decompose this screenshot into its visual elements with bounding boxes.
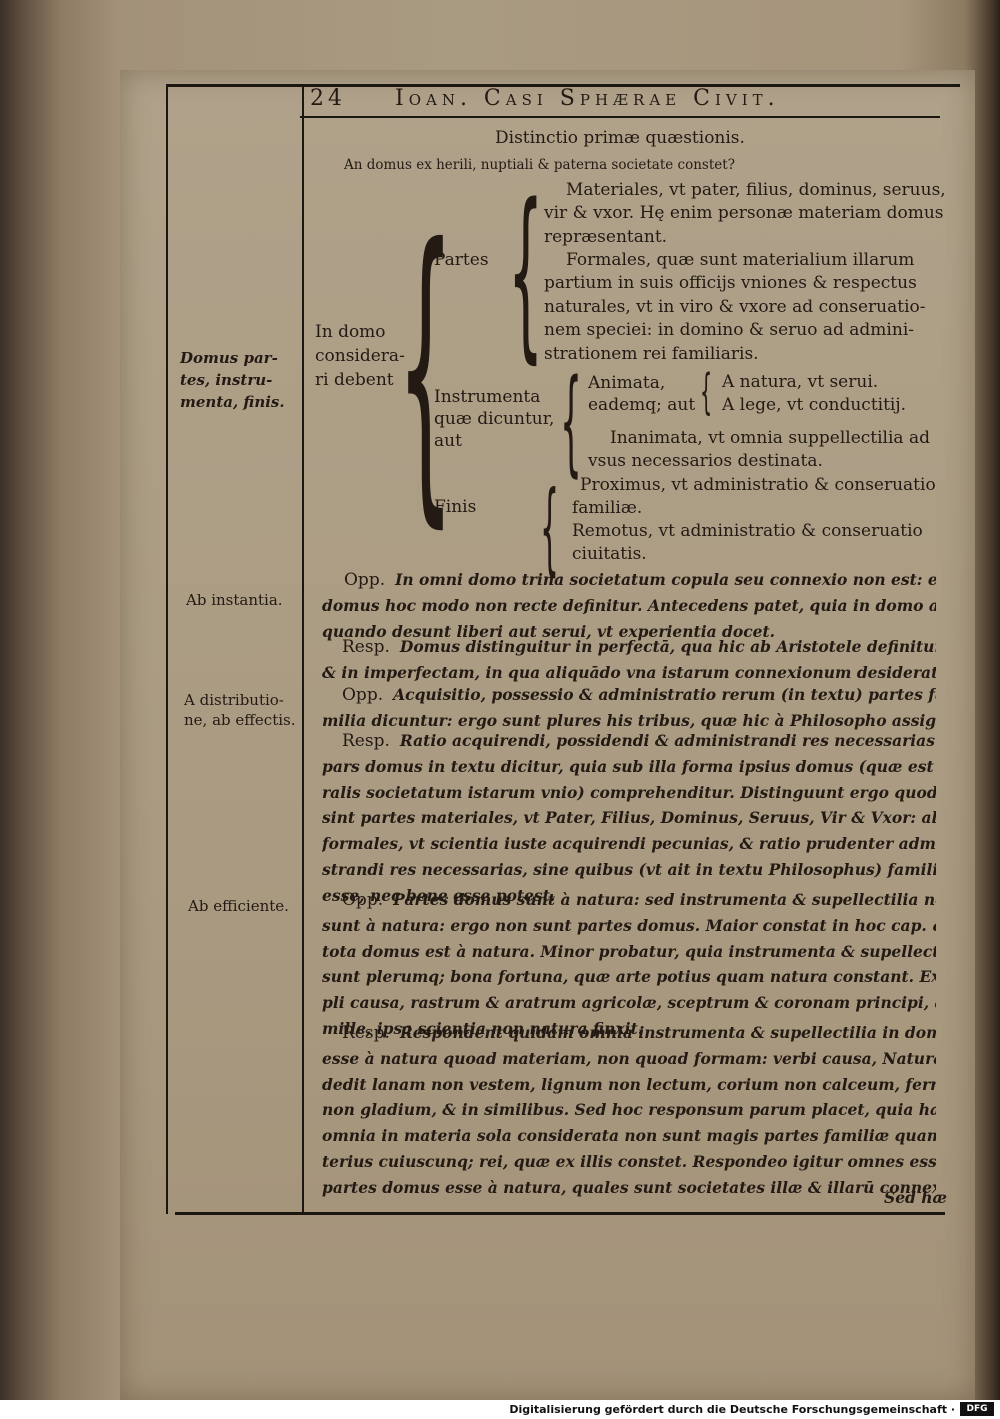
- paragraph-opp-3: Opp.Partes domus sunt à natura: sed inst…: [322, 890, 936, 1038]
- root-brace: {: [397, 182, 455, 554]
- animata-lege: A lege, vt conductitij.: [722, 395, 907, 415]
- margin-note-instantia: Ab instantia.: [186, 591, 283, 609]
- paragraph-resp-3: Resp.Respondent quidam omnia instrumenta…: [322, 1023, 936, 1197]
- partes-materiales: Materiales, vt pater, filius, dominus, s…: [544, 180, 946, 247]
- finis-remotus: Remotus, vt administratio & conseruatio …: [572, 521, 923, 564]
- left-frame-rule: [166, 84, 168, 1214]
- finis-label: Finis: [434, 497, 477, 517]
- paragraph-resp-2: Resp.Ratio acquirendi, possidendi & admi…: [322, 731, 936, 905]
- animata-brace: {: [700, 364, 713, 420]
- header-rule: [300, 116, 940, 118]
- animata-natura: A natura, vt serui.: [722, 372, 879, 392]
- dfg-logo-icon: DFG: [960, 1402, 994, 1416]
- finis-brace: {: [540, 469, 560, 586]
- bottom-rule: [175, 1212, 945, 1215]
- running-title: Ioan. Casi Sphærae Civit.: [395, 86, 780, 111]
- digitization-footer: Digitalisierung gefördert durch die Deut…: [0, 1400, 1000, 1419]
- footer-text: Digitalisierung gefördert durch die Deut…: [509, 1403, 955, 1416]
- finis-proximus: Proximus, vt administratio & conseruatio…: [572, 475, 936, 518]
- section-question: An domus ex herili, nuptiali & paterna s…: [344, 157, 735, 173]
- partes-brace: {: [508, 164, 544, 380]
- instrumenta-label: Instrumenta quæ dicuntur, aut: [434, 387, 555, 451]
- margin-note-domus: Domus par- tes, instru- menta, finis.: [180, 349, 285, 411]
- gutter-rule: [302, 86, 304, 1214]
- margin-note-efficiente: Ab efficiente.: [188, 897, 289, 915]
- page-number: 24: [310, 86, 346, 111]
- section-title: Distinctio primæ quæstionis.: [495, 128, 745, 148]
- partes-label: Partes: [434, 250, 489, 270]
- catchword: Sed hæ: [884, 1188, 947, 1207]
- instrumenta-animata: Animata, eademq; aut: [588, 373, 696, 415]
- margin-note-distributione: A distributio- ne, ab effectis.: [184, 691, 296, 729]
- tree-root: In domo considera- ri debent: [315, 322, 405, 390]
- paragraph-opp-2: Opp.Acquisitio, possessio & administrati…: [322, 685, 936, 730]
- instrumenta-brace: {: [560, 355, 582, 489]
- partes-formales: Formales, quæ sunt materialium illarum p…: [544, 250, 926, 364]
- instrumenta-inanimata: Inanimata, vt omnia suppellectilia ad vs…: [588, 428, 930, 471]
- book-page: [120, 70, 975, 1400]
- paragraph-resp-1: Resp.Domus distinguitur in perfectā, qua…: [322, 637, 936, 682]
- paragraph-opp-1: Opp.In omni domo trina societatum copula…: [322, 570, 936, 641]
- top-rule: [168, 84, 960, 87]
